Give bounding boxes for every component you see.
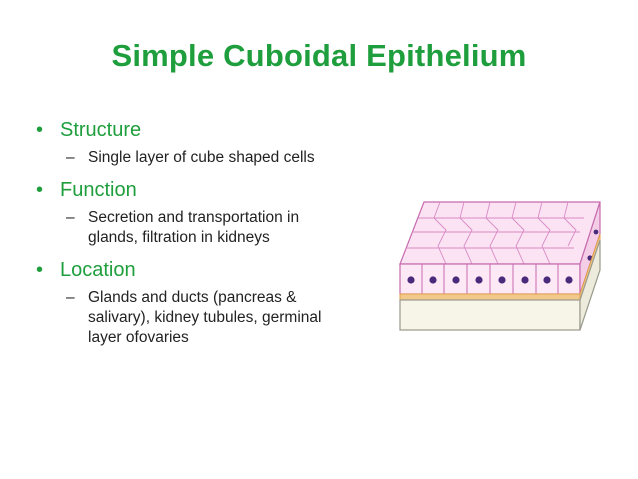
bullet-heading-location: Location (60, 259, 136, 281)
connective-tissue (399, 299, 581, 331)
sub-item-structure: – Single layer of cube shaped cells (36, 148, 366, 168)
nuclei (407, 276, 573, 284)
side-nucleus (593, 229, 599, 235)
bullet-icon: • (36, 179, 44, 201)
connective-tissue-side (579, 239, 601, 331)
bullet-item-function: • Function (36, 178, 366, 202)
slide-title: Simple Cuboidal Epithelium (111, 38, 527, 73)
front-cell-dividers (421, 264, 559, 294)
sub-text-function: Secretion and transportation in glands, … (88, 209, 300, 246)
sub-item-function: – Secretion and transportation in glands… (36, 208, 366, 248)
sub-text-structure: Single layer of cube shaped cells (88, 149, 315, 166)
cuboidal-epithelium-illustration (399, 201, 601, 331)
sub-item-location: – Glands and ducts (pancreas & salivary)… (36, 288, 366, 348)
bullet-list: • Structure – Single layer of cube shape… (36, 118, 366, 358)
surface-cell-outlines (406, 201, 584, 265)
bullet-heading-function: Function (60, 179, 137, 201)
bullet-icon: • (36, 119, 44, 141)
dash-icon: – (66, 149, 75, 166)
basement-membrane (399, 293, 581, 301)
sub-text-location: Glands and ducts (pancreas & salivary), … (88, 289, 322, 346)
dash-icon: – (66, 209, 75, 226)
bullet-item-structure: • Structure (36, 118, 366, 142)
dash-icon: – (66, 289, 75, 306)
bullet-icon: • (36, 259, 44, 281)
bullet-item-location: • Location (36, 258, 366, 282)
top-surface (399, 201, 601, 265)
bullet-heading-structure: Structure (60, 119, 142, 141)
